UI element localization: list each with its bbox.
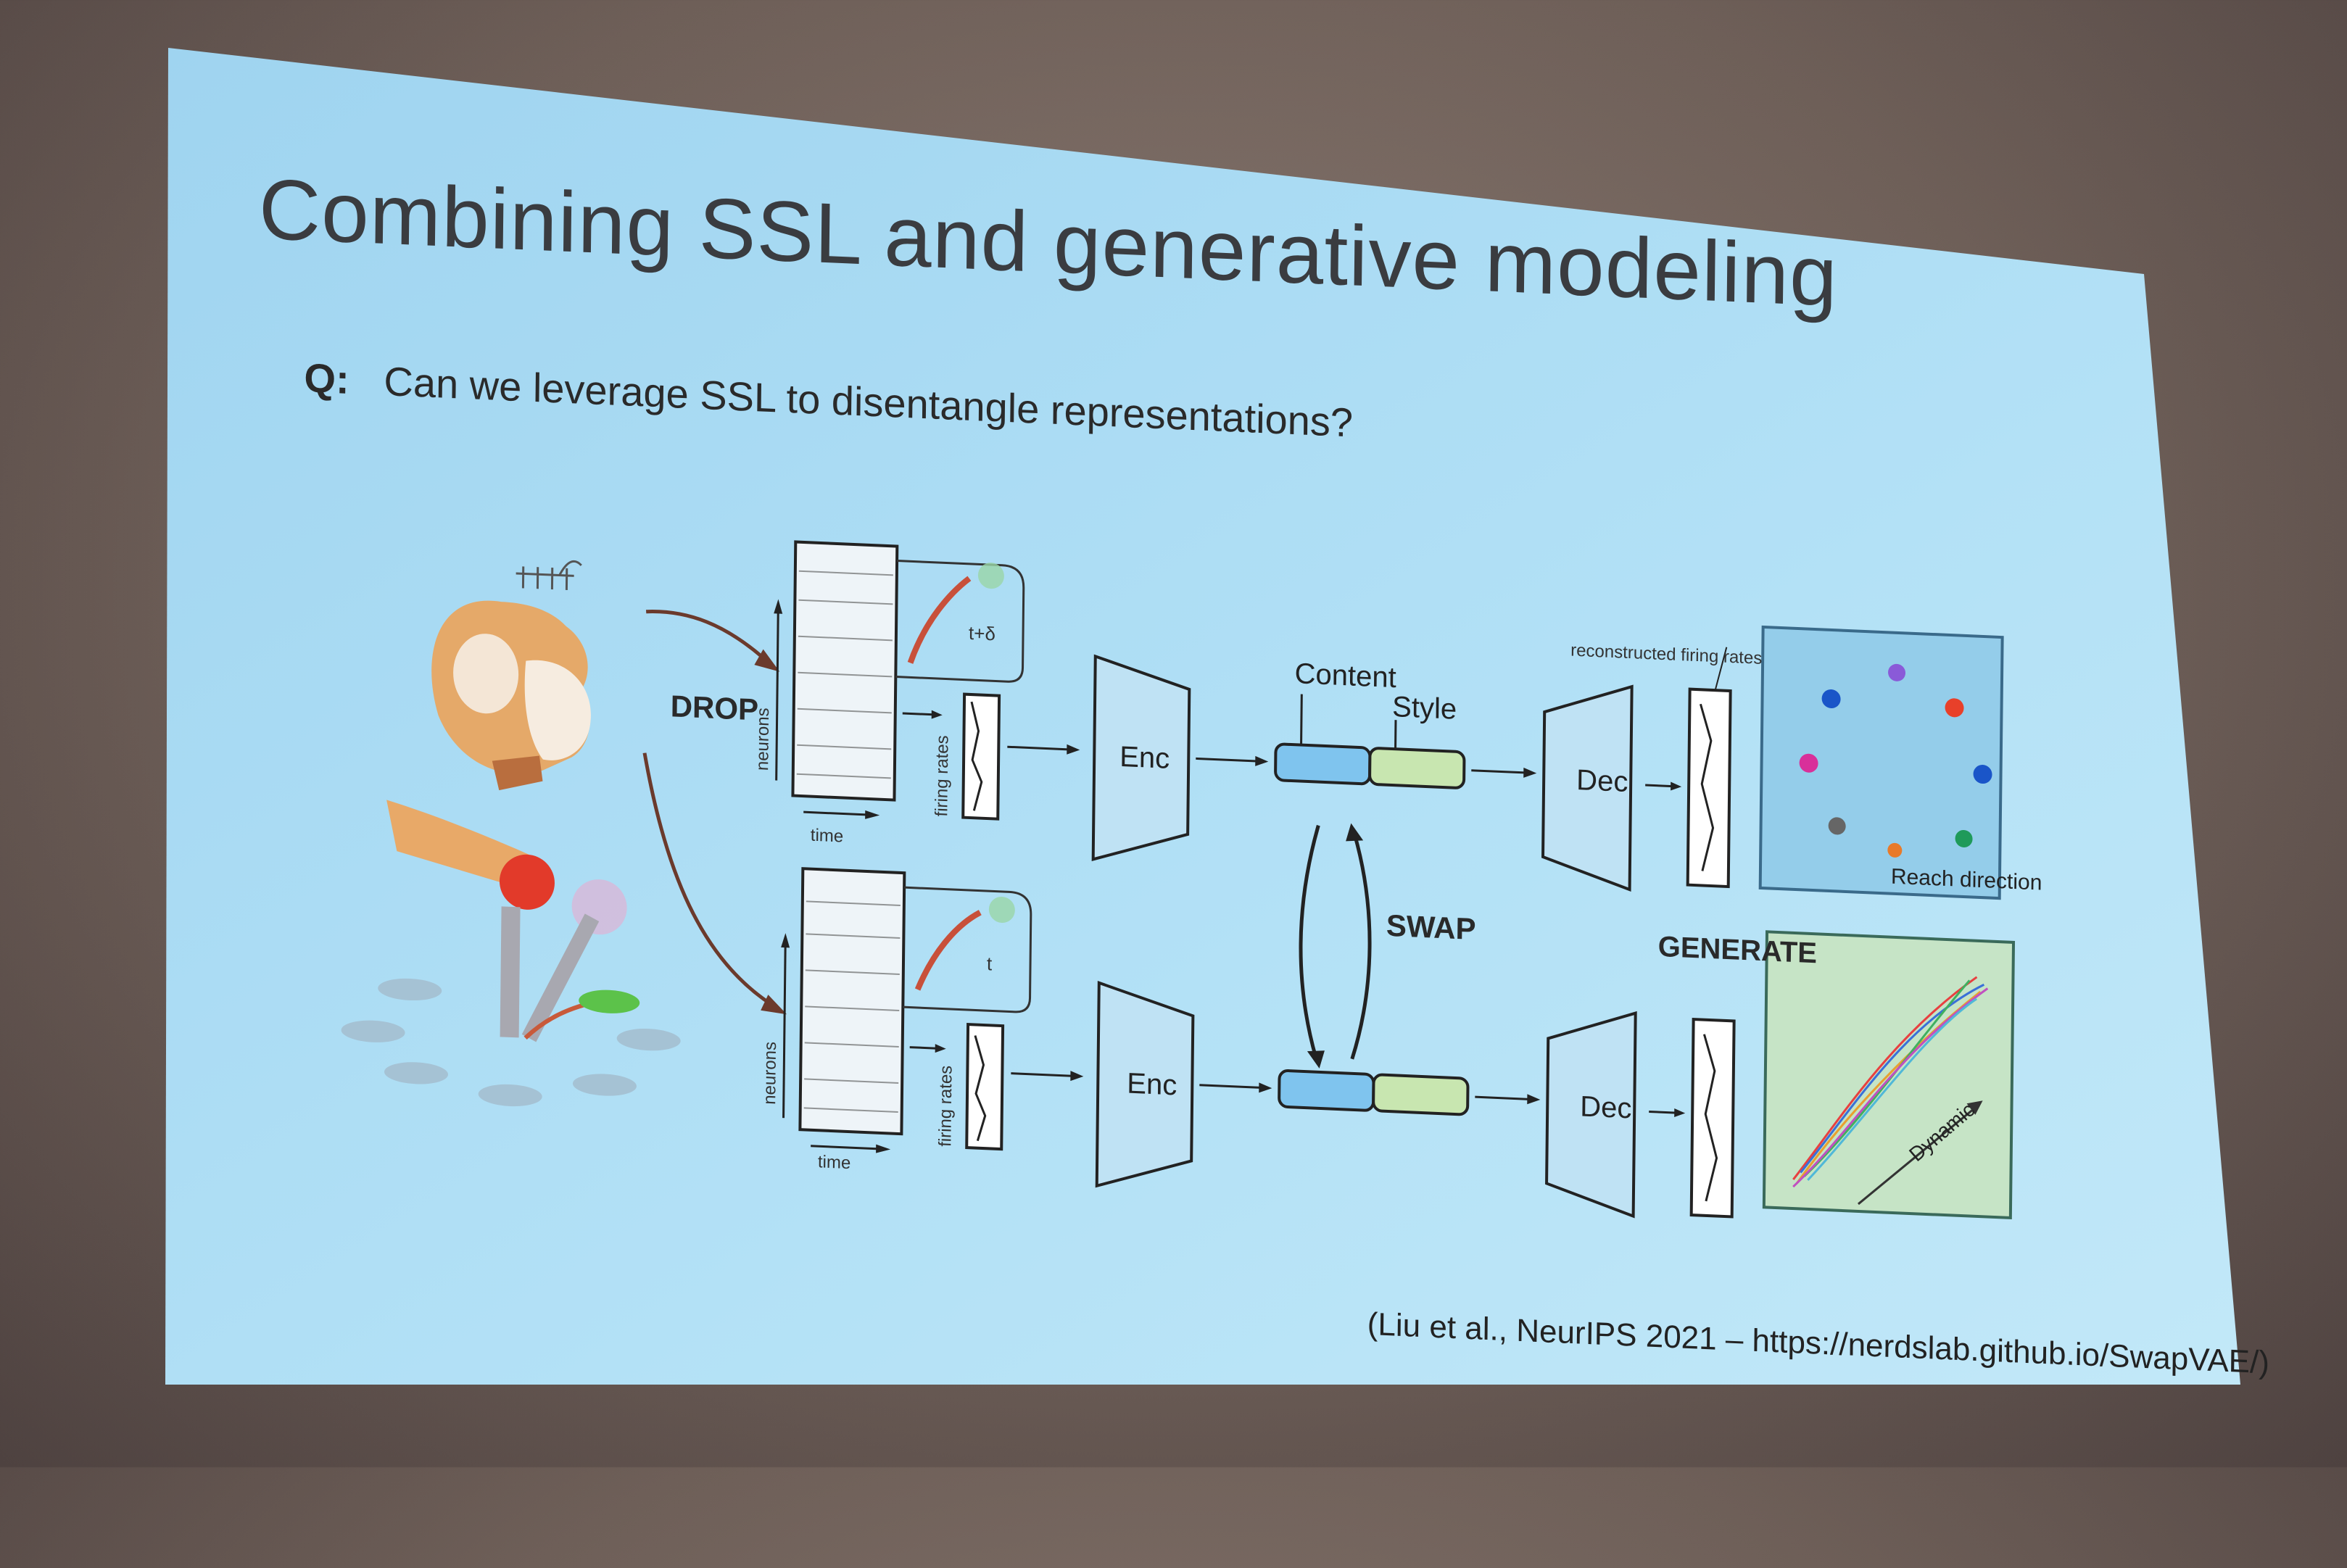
reach-direction-panel	[1758, 625, 2004, 900]
firing-rates-top	[961, 692, 1001, 821]
reconstructed-rates-label: reconstructed firing rates	[1570, 640, 1763, 668]
content-label: Content	[1294, 658, 1396, 694]
citation: (Liu et al., NeurIPS 2021 – https://nerd…	[1367, 1306, 2270, 1381]
latent-style-bottom	[1372, 1073, 1470, 1116]
decoder-bottom-label: Dec	[1580, 1090, 1632, 1125]
swap-arrow-up	[1350, 834, 1372, 1060]
style-label: Style	[1391, 690, 1457, 726]
generated-rates-bottom	[1689, 1017, 1736, 1219]
decoder-top-label: Dec	[1576, 763, 1628, 799]
raster-top-box	[895, 560, 1025, 683]
monkey-icon	[431, 560, 591, 791]
swap-arrow-down	[1299, 824, 1320, 1058]
reach-task-icon	[341, 800, 681, 1107]
raster-top	[791, 540, 899, 802]
question-label: Q:	[304, 354, 350, 402]
swap-label: SWAP	[1386, 908, 1476, 947]
dynamic-label: Dynamic	[1905, 1098, 1979, 1166]
firing-rates-label-bottom: firing rates	[935, 1065, 956, 1148]
slide-title: Combining SSL and generative modeling	[258, 161, 1839, 325]
encoder-top-label: Enc	[1119, 740, 1170, 775]
encoder-bottom	[1095, 980, 1195, 1188]
decoder-top	[1541, 684, 1634, 892]
encoder-top	[1091, 654, 1191, 861]
encoder-bottom-label: Enc	[1127, 1067, 1177, 1102]
decoder-bottom	[1545, 1011, 1637, 1219]
generate-label: GENERATE	[1657, 930, 1818, 970]
drop-label: DROP	[670, 689, 759, 727]
arrow-bottom-head	[761, 995, 787, 1015]
arrow-top	[645, 610, 763, 658]
firing-rates-label-top: firing rates	[932, 734, 953, 817]
firing-rates-bottom	[965, 1022, 1005, 1151]
projected-slide-photo	[165, 48, 2240, 1385]
reconstructed-rates-top	[1686, 687, 1732, 889]
arrow-top-head	[754, 649, 780, 672]
time-label-bottom: time	[817, 1152, 851, 1174]
raster-bottom-box	[903, 886, 1032, 1013]
question-text: Can we leverage SSL to disentangle repre…	[384, 358, 1354, 446]
latent-style-top	[1368, 747, 1466, 789]
reach-direction-label: Reach direction	[1890, 864, 2042, 895]
neurons-label-bottom: neurons	[760, 1041, 781, 1106]
neurons-label-top: neurons	[753, 707, 774, 771]
time-label-top: time	[810, 825, 844, 847]
t-label: t	[986, 953, 993, 975]
t-delta-label: t+δ	[968, 621, 996, 645]
diagram	[341, 540, 2016, 1220]
arrow-bottom	[642, 752, 774, 1007]
